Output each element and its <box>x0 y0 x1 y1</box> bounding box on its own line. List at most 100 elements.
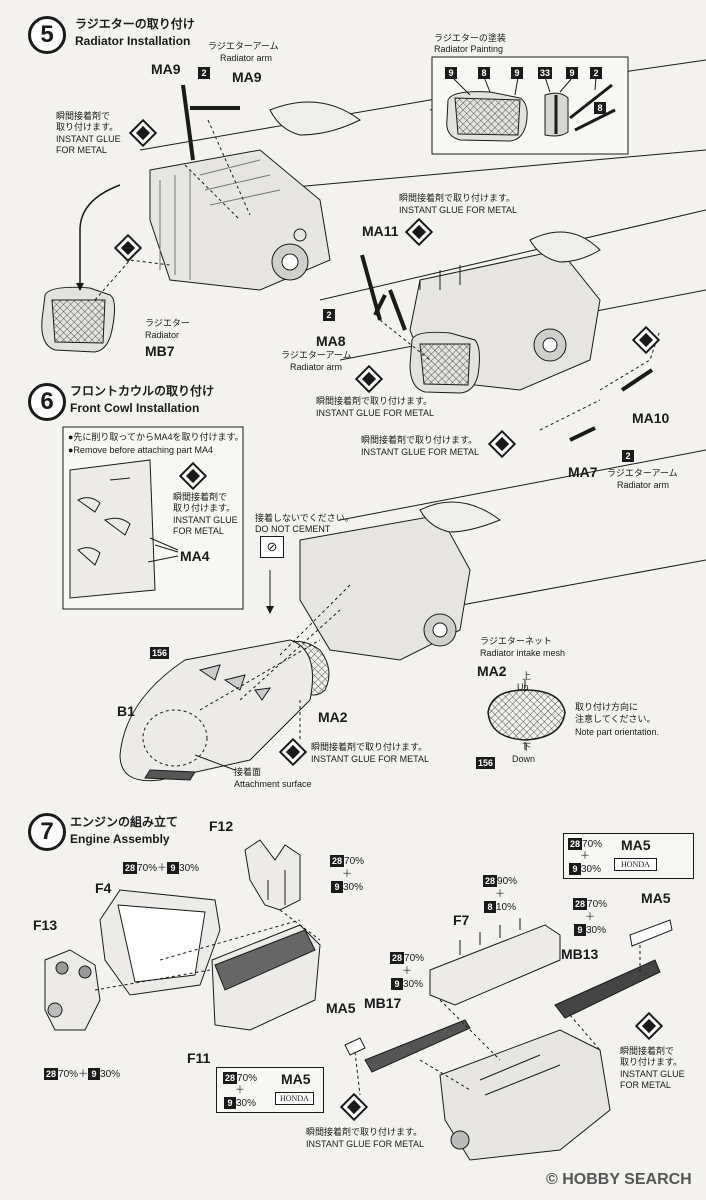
glue-note-en: INSTANT GLUE FOR METAL <box>306 1139 425 1149</box>
glue-note-en: INSTANT GLUE FOR METAL <box>316 408 435 418</box>
part-ma5-left: MA5 <box>326 1000 356 1016</box>
part-ma8: MA8 <box>316 333 346 349</box>
color-code-2: 2 <box>622 446 634 464</box>
step-7-number: 7 <box>28 813 66 851</box>
mesh-label-en: Radiator intake mesh <box>480 648 566 658</box>
ma5-left-box-label: MA5 <box>281 1071 311 1087</box>
orientation-down-jp: 下 <box>522 742 532 752</box>
part-f7: F7 <box>453 912 470 928</box>
attach-surface-jp: 接着面 <box>234 767 262 777</box>
glue-note-en: INSTANT GLUE FOR METAL <box>311 754 430 764</box>
orientation-note-jp-2: 注意してください。 <box>575 714 656 724</box>
part-ma10: MA10 <box>632 410 670 426</box>
radiator-label-jp: ラジエター <box>145 318 190 328</box>
part-ma2: MA2 <box>318 709 348 725</box>
watermark: © HOBBY SEARCH <box>546 1171 692 1188</box>
part-f11: F11 <box>187 1050 211 1066</box>
orientation-note-en: Note part orientation. <box>575 727 660 737</box>
glue-note-en-2: FOR METAL <box>620 1080 671 1090</box>
no-cement-en: DO NOT CEMENT <box>255 524 331 534</box>
glue-note-jp-1: 瞬間接着剤で <box>173 492 228 502</box>
part-mb7: MB7 <box>145 343 175 359</box>
part-ma2-detail: MA2 <box>477 663 507 679</box>
paint-code: 8 <box>594 98 606 116</box>
glue-note-en: INSTANT GLUE FOR METAL <box>399 205 518 215</box>
glue-note-en-2: FOR METAL <box>56 145 107 155</box>
part-ma7: MA7 <box>568 464 598 480</box>
paint-code: 9 <box>566 63 578 81</box>
paint-code: 2 <box>590 63 602 81</box>
step-7-title-jp: エンジンの組み立て <box>70 815 179 829</box>
radiator-arm-label-jp: ラジエターアーム <box>281 350 352 360</box>
mesh-label-jp: ラジエターネット <box>480 636 552 646</box>
glue-note-en-1: INSTANT GLUE <box>620 1069 685 1079</box>
orientation-up-en: Up <box>517 682 529 692</box>
attach-surface-en: Attachment surface <box>234 779 312 789</box>
color-code-156: 156 <box>476 757 496 769</box>
step-6-title-jp: フロントカウルの取り付け <box>70 384 215 398</box>
glue-note-jp-1: 瞬間接着剤で <box>56 111 111 121</box>
part-f13: F13 <box>33 917 58 933</box>
radiator-arm-label-jp: ラジエターアーム <box>607 468 678 478</box>
glue-note-jp: 瞬間接着剤で取り付けます。 <box>306 1127 423 1137</box>
radiator-arm-label-jp: ラジエターアーム <box>208 41 279 51</box>
part-b1: B1 <box>117 703 135 719</box>
color-code-2: 2 <box>198 63 210 81</box>
inset-note-jp: ●先に削り取ってからMA4を取り付けます。 <box>68 432 244 442</box>
part-f12: F12 <box>209 818 234 834</box>
step-5-title-en: Radiator Installation <box>75 34 191 48</box>
paint-code: 33 <box>538 67 553 79</box>
paint-code: 9 <box>445 63 457 81</box>
glue-note-jp-1: 瞬間接着剤で <box>620 1046 675 1056</box>
orientation-note-jp-1: 取り付け方向に <box>575 702 639 712</box>
step-5-number: 5 <box>28 16 66 54</box>
no-cement-jp: 接着しないでください。 <box>255 513 354 523</box>
painting-title-en: Radiator Painting <box>434 44 504 54</box>
part-mb13: MB13 <box>561 946 599 962</box>
honda-plate: HONDA <box>614 858 657 871</box>
glue-note-jp: 瞬間接着剤で取り付けます。 <box>361 435 478 445</box>
glue-note-en-2: FOR METAL <box>173 526 224 536</box>
part-f4: F4 <box>95 880 112 896</box>
part-ma9-left: MA9 <box>151 61 181 77</box>
part-ma5: MA5 <box>641 890 671 906</box>
part-mb17: MB17 <box>364 995 402 1011</box>
paint-code: 9 <box>511 63 523 81</box>
glue-note-jp: 瞬間接着剤で取り付けます。 <box>399 193 516 203</box>
step-6-number: 6 <box>28 383 66 421</box>
step-5-title-jp: ラジエターの取り付け <box>75 17 195 31</box>
glue-note-jp-2: 取り付けます。 <box>173 503 236 513</box>
radiator-label-en: Radiator <box>145 330 180 340</box>
orientation-up-jp: 上 <box>522 671 532 681</box>
part-ma11: MA11 <box>362 223 399 239</box>
orientation-down-en: Down <box>512 754 536 764</box>
step-6-title-en: Front Cowl Installation <box>70 401 200 415</box>
paint-code: 8 <box>478 63 490 81</box>
no-cement-icon: ⊘ <box>260 536 284 558</box>
color-code-2: 2 <box>323 305 335 323</box>
glue-note-jp: 瞬間接着剤で取り付けます。 <box>316 396 433 406</box>
glue-note-jp-2: 取り付けます。 <box>620 1057 683 1067</box>
glue-note-en-1: INSTANT GLUE <box>173 515 238 525</box>
ma5-box-label: MA5 <box>621 837 651 853</box>
part-ma9-right: MA9 <box>232 69 262 85</box>
glue-note-jp-2: 取り付けます。 <box>56 122 119 132</box>
glue-note-en-1: INSTANT GLUE <box>56 134 121 144</box>
color-code-156: 156 <box>150 647 170 659</box>
glue-note-jp: 瞬間接着剤で取り付けます。 <box>311 742 428 752</box>
step-7-title-en: Engine Assembly <box>70 832 170 846</box>
inset-note-en: ●Remove before attaching part MA4 <box>68 445 214 455</box>
radiator-arm-label-en: Radiator arm <box>220 53 273 63</box>
part-ma4: MA4 <box>180 548 210 564</box>
honda-plate: HONDA <box>275 1092 314 1105</box>
